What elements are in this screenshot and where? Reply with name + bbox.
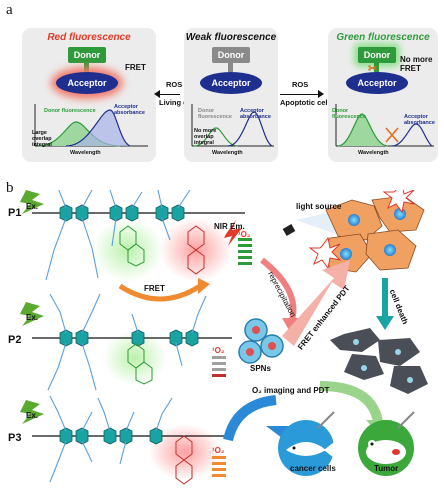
- imaging-arrow-green: [319, 381, 383, 424]
- bodipy-green-p2: [127, 343, 153, 385]
- acceptor-absorbance-label: Acceptor absorbance: [240, 108, 271, 120]
- donor-box: Donor: [358, 47, 396, 63]
- living-cells-label: Living cells: [159, 98, 200, 107]
- donor-fluorescence-label: Donor fluorescence: [332, 108, 366, 120]
- nir-emission-bolt-icon: [224, 220, 242, 246]
- spectrum-plot-right: [335, 104, 434, 147]
- fret-arrowhead-icon: [198, 278, 210, 294]
- acceptor-absorbance-label: Acceptor absorbance: [404, 114, 435, 126]
- cell-death-arrow: [382, 278, 388, 318]
- imaging-arrow-blue: [223, 395, 277, 442]
- fret-arrow: [118, 283, 202, 302]
- donor-box: Donor: [68, 47, 106, 63]
- donor-fluorescence-label: Donor fluorescence: [44, 108, 96, 114]
- spn-nanoparticles: [238, 318, 284, 364]
- ros-label-right: ROS: [292, 80, 309, 89]
- ros-arrow-right: [280, 94, 320, 95]
- fret-pdt-arrow: [282, 260, 350, 346]
- weak-fluorescence-title: Weak fluorescence: [185, 32, 277, 43]
- light-source-label: light source: [296, 202, 342, 211]
- ex-label-p1: Ex.: [26, 202, 39, 211]
- fluorene-units: [59, 204, 199, 445]
- o2-imaging-label: O₂ imaging and PDT: [252, 386, 330, 395]
- cancer-cells-label: cancer cells: [290, 464, 336, 473]
- singlet-oxygen-label-p2: ¹O₂: [212, 346, 225, 355]
- bodipy-green-p1: [119, 225, 145, 267]
- cell-death-arrowhead-icon: [376, 316, 394, 330]
- spectrum-plot-middle: [191, 104, 274, 147]
- acceptor-ellipse: Acceptor: [200, 72, 262, 94]
- acceptor-ellipse: Acceptor: [56, 72, 118, 94]
- singlet-burst-icons: [308, 190, 415, 270]
- panel-b-illustration: [20, 190, 428, 485]
- cancer-cell-cluster: [319, 195, 425, 273]
- donor-link: [374, 63, 379, 72]
- singlet-bars-p2: [212, 356, 226, 377]
- p1-label: P1: [8, 207, 22, 219]
- fret-label: FRET: [125, 63, 146, 72]
- ros-arrow-left: [158, 94, 180, 95]
- syringe-icons: [317, 411, 415, 429]
- acceptor-ellipse: Acceptor: [346, 72, 408, 94]
- singlet-bars-p3: [212, 456, 226, 477]
- dead-cells: [330, 328, 428, 394]
- ex-label-p2: Ex.: [26, 313, 39, 322]
- no-more-fret-label: No more FRET: [400, 55, 433, 73]
- acceptor-glow-p3: [149, 424, 221, 480]
- singlet-oxygen-label-p1: ¹O₂: [238, 230, 251, 239]
- nir-emission-label: NIR Em.: [214, 222, 245, 231]
- acceptor-red-p3: [175, 435, 193, 485]
- overlap-label: No more overlap integral: [194, 128, 217, 146]
- wavelength-label: Wavelength: [70, 150, 101, 156]
- acceptor-absorbance-label: Acceptor absorbance: [114, 104, 145, 116]
- excitation-bolt-icons: [20, 190, 44, 424]
- ros-label-left: ROS: [166, 80, 183, 89]
- p3-label: P3: [8, 432, 22, 444]
- donor-fluorescence-label: Donor fluorescence: [198, 108, 232, 120]
- panel-b-label: b: [6, 180, 14, 196]
- red-fluorescence-title: Red fluorescence: [47, 32, 131, 43]
- donor-link: [84, 63, 89, 72]
- light-source-icon: [282, 224, 296, 236]
- red-fluorescence-panel: Red fluorescence Donor Acceptor FRET Don…: [22, 28, 156, 162]
- weak-fluorescence-panel: Weak fluorescence Donor Acceptor Donor f…: [184, 28, 278, 162]
- panel-a-label: a: [6, 2, 13, 18]
- spectrum-plot-left: [34, 104, 148, 147]
- singlet-bars-p1: [238, 238, 252, 265]
- side-chains: [45, 190, 207, 483]
- donor-glow-p2: [103, 330, 167, 386]
- arrowhead-left-icon: [154, 90, 160, 98]
- donor-box: Donor: [212, 47, 250, 63]
- ex-label-p3: Ex.: [26, 411, 39, 420]
- light-beam: [296, 212, 336, 234]
- wavelength-label: Wavelength: [358, 150, 389, 156]
- fret-label-b: FRET: [144, 284, 165, 293]
- spns-label: SPNs: [250, 364, 271, 373]
- cut-mark-icon: ✂: [368, 63, 378, 75]
- apoptotic-cells-label: Apoptotic cells: [280, 98, 334, 107]
- mouse-icon: [358, 420, 414, 476]
- p2-label: P2: [8, 334, 22, 346]
- arrowhead-right-icon: [318, 90, 324, 98]
- acceptor-red-p1: [187, 225, 205, 275]
- overlap-label: Large overlap integral: [32, 130, 52, 148]
- reprecipitation-arrow: [260, 257, 297, 321]
- wavelength-label: Wavelength: [212, 150, 243, 156]
- green-fluorescence-panel: Green fluorescence Donor ✂ Acceptor No m…: [328, 28, 438, 162]
- donor-link: [228, 63, 233, 72]
- zebrafish-icon: [278, 420, 334, 476]
- green-fluorescence-title: Green fluorescence: [336, 32, 430, 43]
- singlet-oxygen-label-p3: ¹O₂: [212, 446, 225, 455]
- tumor-label: Tumor: [374, 464, 399, 473]
